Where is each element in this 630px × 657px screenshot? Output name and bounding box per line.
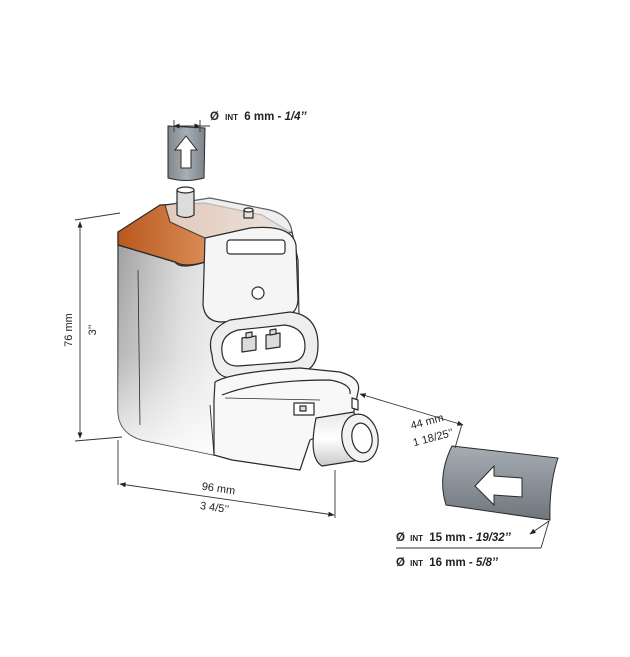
height-metric: 76 mm: [63, 313, 75, 347]
outlet1-separator: -: [469, 532, 476, 544]
reservoir-bowl: [213, 367, 360, 471]
mounting-hole: [251, 286, 265, 300]
inlet-hose: [167, 125, 206, 181]
width-metric: 96 mm: [201, 481, 236, 498]
svg-text:Ø INT 16 mm -: Ø INT 16 mm - 5/8’’: [396, 557, 499, 569]
inlet-imperial: 1/4’’: [285, 111, 308, 123]
width-imperial: 3 4/5’’: [199, 500, 230, 516]
outlet1-metric: 15 mm: [429, 532, 465, 544]
inlet-metric: 6 mm: [244, 111, 274, 123]
height-imperial: 3’’: [87, 325, 99, 336]
dimension-lines: [74, 120, 550, 549]
outlet-hose: [442, 445, 559, 521]
arrow-left-icon: [474, 464, 523, 507]
window-slot: [226, 239, 286, 255]
svg-text:Ø INT 6 mm -: Ø INT 6 mm - 1/4’’: [210, 111, 307, 123]
pump-body: [117, 186, 379, 471]
outlet2-imperial: 5/8’’: [476, 557, 499, 569]
outlet1-imperial: 19/32’’: [476, 532, 512, 544]
outlet2-metric: 16 mm: [429, 557, 465, 569]
outlet2-diameter-symbol: Ø: [396, 557, 405, 569]
outlet2-separator: -: [469, 557, 476, 569]
inlet-stub: [176, 189, 195, 219]
inlet-int-label: INT: [225, 113, 238, 122]
inlet-separator: -: [278, 111, 285, 123]
svg-text:Ø INT 15 mm -: Ø INT 15 mm - 19/32’’: [396, 532, 511, 544]
outlet1-diameter-symbol: Ø: [396, 532, 405, 544]
connector-pins: [241, 328, 281, 353]
inlet-diameter-symbol: Ø: [210, 111, 219, 123]
arrow-up-icon: [173, 135, 199, 169]
outlet1-int-label: INT: [410, 534, 423, 543]
outlet2-int-label: INT: [410, 559, 423, 568]
